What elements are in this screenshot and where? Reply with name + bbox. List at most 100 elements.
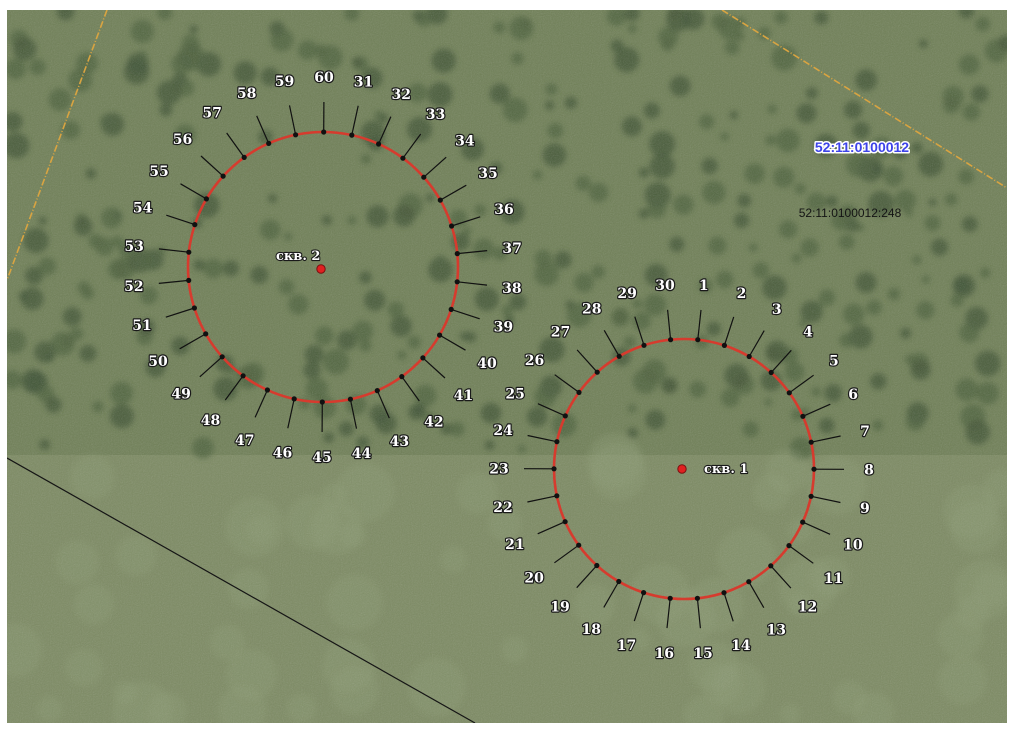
point-label[interactable]: 21 — [504, 536, 526, 554]
vertex-point[interactable] — [594, 562, 600, 569]
vertex-point[interactable] — [554, 439, 560, 445]
point-label[interactable]: 30 — [654, 277, 676, 295]
point-label[interactable]: 6 — [847, 386, 859, 404]
point-label[interactable]: 27 — [550, 323, 572, 341]
point-label[interactable]: 2 — [735, 285, 747, 303]
point-label[interactable]: 38 — [501, 280, 523, 298]
point-label[interactable]: 22 — [492, 499, 514, 517]
vertex-point[interactable] — [641, 590, 647, 596]
vertex-point[interactable] — [266, 140, 272, 146]
vertex-point[interactable] — [203, 331, 209, 337]
point-label[interactable]: 14 — [730, 637, 752, 655]
point-label[interactable]: 29 — [616, 285, 638, 303]
point-label[interactable]: 58 — [236, 85, 258, 103]
point-label[interactable]: 17 — [616, 637, 638, 655]
point-label[interactable]: 39 — [492, 319, 514, 337]
point-label[interactable]: 47 — [234, 432, 256, 450]
point-label[interactable]: 45 — [311, 449, 333, 467]
vertex-point[interactable] — [186, 249, 192, 255]
point-label[interactable]: 46 — [272, 444, 294, 462]
vertex-point[interactable] — [786, 543, 792, 549]
point-label[interactable]: 56 — [172, 131, 194, 149]
point-label[interactable]: 43 — [388, 433, 410, 451]
point-label[interactable]: 16 — [653, 645, 675, 663]
point-label[interactable]: 36 — [493, 201, 515, 219]
vertex-point[interactable] — [437, 197, 443, 203]
vertex-point[interactable] — [241, 154, 247, 160]
vertex-point[interactable] — [186, 277, 192, 283]
point-label[interactable]: 31 — [353, 73, 375, 91]
point-label[interactable]: 42 — [423, 413, 445, 431]
vertex-point[interactable] — [594, 369, 600, 375]
vertex-point[interactable] — [768, 563, 774, 569]
point-label[interactable]: 4 — [802, 324, 814, 342]
vertex-point[interactable] — [240, 373, 246, 379]
vertex-point[interactable] — [219, 354, 225, 360]
vertex-point[interactable] — [551, 466, 557, 472]
point-label[interactable]: 55 — [148, 163, 170, 181]
vertex-point[interactable] — [786, 390, 792, 396]
vertex-point[interactable] — [746, 353, 752, 360]
vertex-point[interactable] — [349, 132, 355, 138]
vertex-point[interactable] — [448, 306, 454, 312]
cadastral-block-label[interactable]: 52:11:0100012 — [813, 138, 910, 157]
vertex-point[interactable] — [374, 388, 380, 394]
well-marker[interactable] — [677, 464, 687, 474]
point-label[interactable]: 20 — [523, 569, 545, 587]
vertex-point[interactable] — [400, 155, 406, 161]
point-label[interactable]: 18 — [580, 621, 602, 639]
point-label[interactable]: 52 — [123, 278, 145, 296]
vertex-point[interactable] — [454, 279, 460, 285]
vertex-point[interactable] — [616, 353, 622, 359]
point-label[interactable]: 44 — [351, 445, 373, 463]
vertex-point[interactable] — [695, 337, 701, 343]
vertex-point[interactable] — [721, 590, 727, 596]
point-label[interactable]: 13 — [765, 621, 787, 639]
point-label[interactable]: 48 — [200, 412, 222, 430]
map-canvas[interactable]: 1234567891011121314151617181920212223242… — [7, 10, 1007, 723]
well-label[interactable]: скв. 1 — [703, 461, 750, 478]
vertex-point[interactable] — [347, 396, 353, 402]
vertex-point[interactable] — [667, 595, 673, 601]
point-label[interactable]: 60 — [313, 69, 335, 87]
vertex-point[interactable] — [376, 141, 382, 147]
vertex-point[interactable] — [291, 396, 297, 402]
point-label[interactable]: 37 — [501, 240, 523, 258]
vertex-point[interactable] — [721, 342, 728, 348]
vertex-point[interactable] — [264, 387, 270, 393]
point-label[interactable]: 7 — [859, 423, 871, 441]
vertex-point[interactable] — [203, 196, 209, 202]
point-label[interactable]: 28 — [581, 300, 603, 318]
vertex-point[interactable] — [321, 129, 327, 135]
point-label[interactable]: 5 — [828, 352, 840, 370]
point-label[interactable]: 11 — [823, 570, 845, 588]
point-label[interactable]: 32 — [390, 86, 412, 104]
vertex-point[interactable] — [576, 542, 582, 548]
vertex-point[interactable] — [421, 174, 427, 180]
vertex-point[interactable] — [562, 413, 568, 419]
vertex-point[interactable] — [554, 493, 560, 499]
vertex-point[interactable] — [811, 466, 817, 472]
point-label[interactable]: 19 — [549, 598, 571, 616]
vertex-point[interactable] — [454, 251, 460, 257]
point-label[interactable]: 51 — [131, 317, 153, 335]
vertex-point[interactable] — [808, 439, 814, 445]
vertex-point[interactable] — [576, 389, 582, 395]
vertex-point[interactable] — [192, 222, 198, 228]
point-label[interactable]: 57 — [201, 104, 223, 122]
point-label[interactable]: 9 — [859, 500, 871, 518]
point-label[interactable]: 8 — [863, 461, 875, 479]
vertex-point[interactable] — [800, 519, 806, 525]
point-label[interactable]: 26 — [524, 352, 546, 370]
vertex-point[interactable] — [694, 595, 701, 601]
point-label[interactable]: 3 — [771, 301, 783, 319]
vertex-point[interactable] — [293, 132, 299, 138]
point-label[interactable]: 50 — [147, 353, 169, 371]
vertex-point[interactable] — [319, 399, 325, 405]
point-label[interactable]: 49 — [170, 385, 192, 403]
point-label[interactable]: 12 — [797, 599, 819, 617]
vertex-point[interactable] — [616, 578, 622, 585]
vertex-point[interactable] — [220, 173, 226, 179]
vertex-point[interactable] — [191, 305, 197, 311]
well-marker[interactable] — [316, 264, 326, 274]
